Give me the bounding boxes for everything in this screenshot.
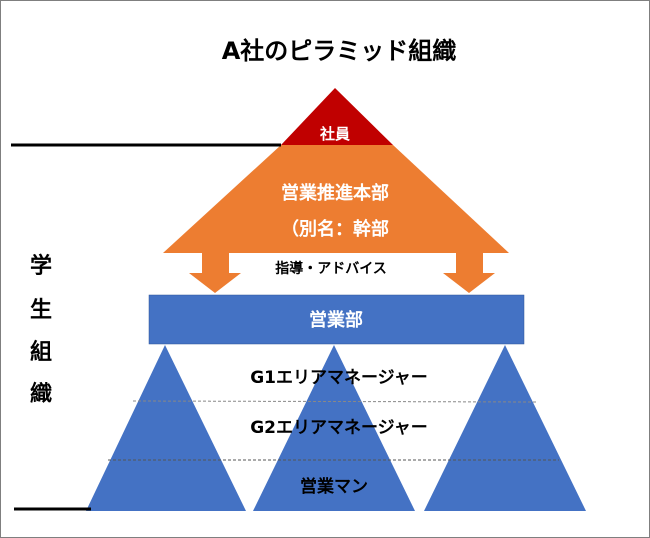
arrow-down-right-icon	[443, 253, 495, 293]
team-pyramid-center	[253, 345, 415, 511]
side-label-char: 学	[30, 253, 52, 279]
side-label-char: 織	[30, 381, 52, 407]
sales-dept-label: 営業部	[309, 309, 363, 331]
side-label-char: 生	[30, 298, 52, 323]
level-g1-label: G1エリアマネージャー	[250, 368, 428, 388]
team-pyramid-left	[86, 345, 246, 511]
diagram-title: A社のピラミッド組織	[222, 37, 457, 65]
staff-label: 社員	[319, 125, 350, 143]
level-g2-label: G2エリアマネージャー	[250, 418, 428, 438]
sales-dept-box	[148, 294, 525, 345]
side-label-char: 組	[30, 339, 52, 365]
guidance-label: 指導・アドバイス	[275, 260, 387, 277]
team-pyramid-right	[424, 345, 586, 511]
executive-pyramid-sales-hq	[163, 145, 509, 253]
executive-pyramid-staff	[281, 88, 393, 145]
level-salesman-label: 営業マン	[300, 476, 368, 497]
arrow-down-left-icon	[189, 253, 241, 293]
sales-hq-label: 営業推進本部	[281, 182, 389, 204]
level-divider-1	[132, 400, 537, 403]
sales-hq-alias-label: （別名：幹部	[281, 218, 389, 240]
